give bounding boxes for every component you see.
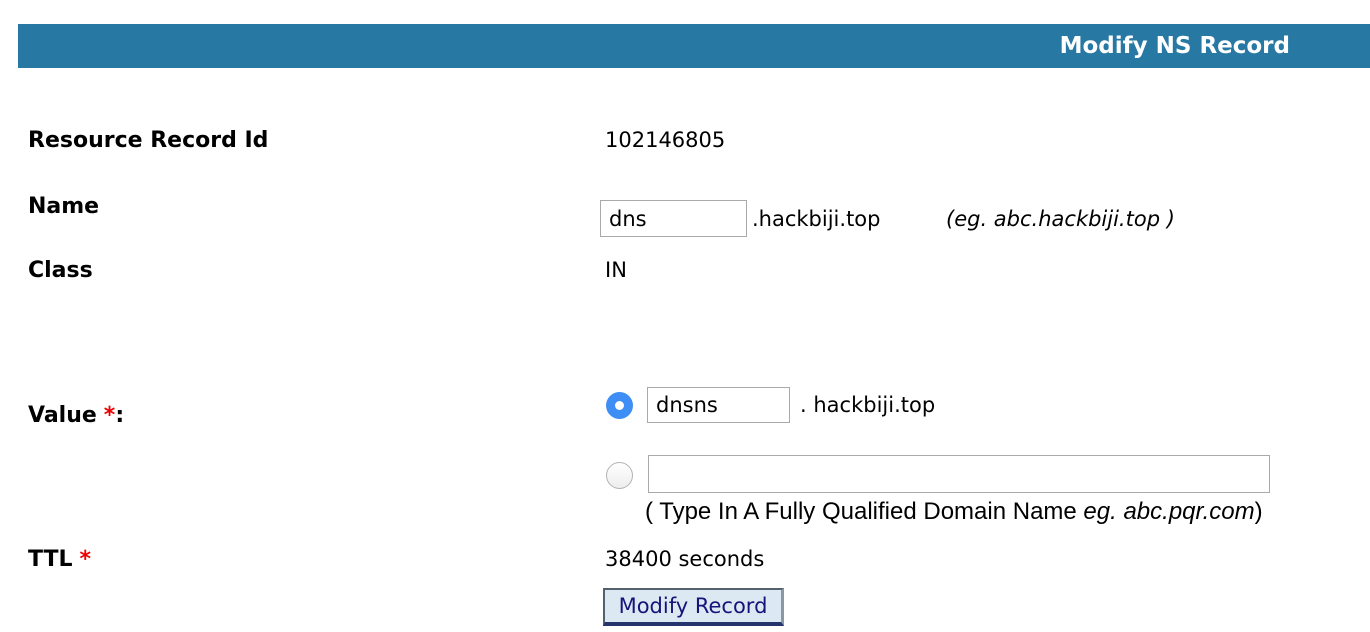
value-label: Value*: [28, 402, 124, 429]
hostname-domain-suffix: . hackbiji.top [800, 393, 936, 417]
resource-record-id-value: 102146805 [605, 128, 726, 152]
hostname-value-input[interactable] [647, 387, 790, 423]
name-input[interactable] [600, 200, 747, 237]
ttl-required-asterisk: * [79, 547, 92, 572]
class-value: IN [605, 258, 627, 282]
value-label-text: Value [28, 403, 97, 428]
fqdn-caption-close: ) [1254, 498, 1263, 525]
name-domain-suffix: .hackbiji.top [752, 207, 881, 231]
ttl-label: TTL* [28, 546, 91, 573]
page-title: Modify NS Record [1059, 33, 1290, 59]
fqdn-caption-example: eg. abc.pqr.com [1083, 498, 1255, 525]
page-header: Modify NS Record [18, 24, 1370, 68]
class-label: Class [28, 258, 93, 283]
value-label-colon: : [115, 403, 125, 428]
fqdn-caption-text: ( Type In A Fully Qualified Domain Name [645, 498, 1084, 525]
name-label: Name [28, 194, 100, 219]
ttl-value: 38400 seconds [605, 547, 765, 571]
ttl-label-text: TTL [28, 547, 73, 572]
fqdn-option-radio[interactable] [606, 462, 633, 489]
value-required-asterisk: * [103, 403, 116, 428]
resource-record-id-label: Resource Record Id [28, 128, 269, 153]
fqdn-caption: ( Type In A Fully Qualified Domain Name … [645, 498, 1263, 525]
hostname-option-radio[interactable] [606, 392, 633, 419]
fqdn-value-input[interactable] [648, 455, 1270, 493]
modify-record-button[interactable]: Modify Record [603, 588, 784, 626]
name-example-hint: (eg. abc.hackbiji.top ) [946, 207, 1175, 231]
